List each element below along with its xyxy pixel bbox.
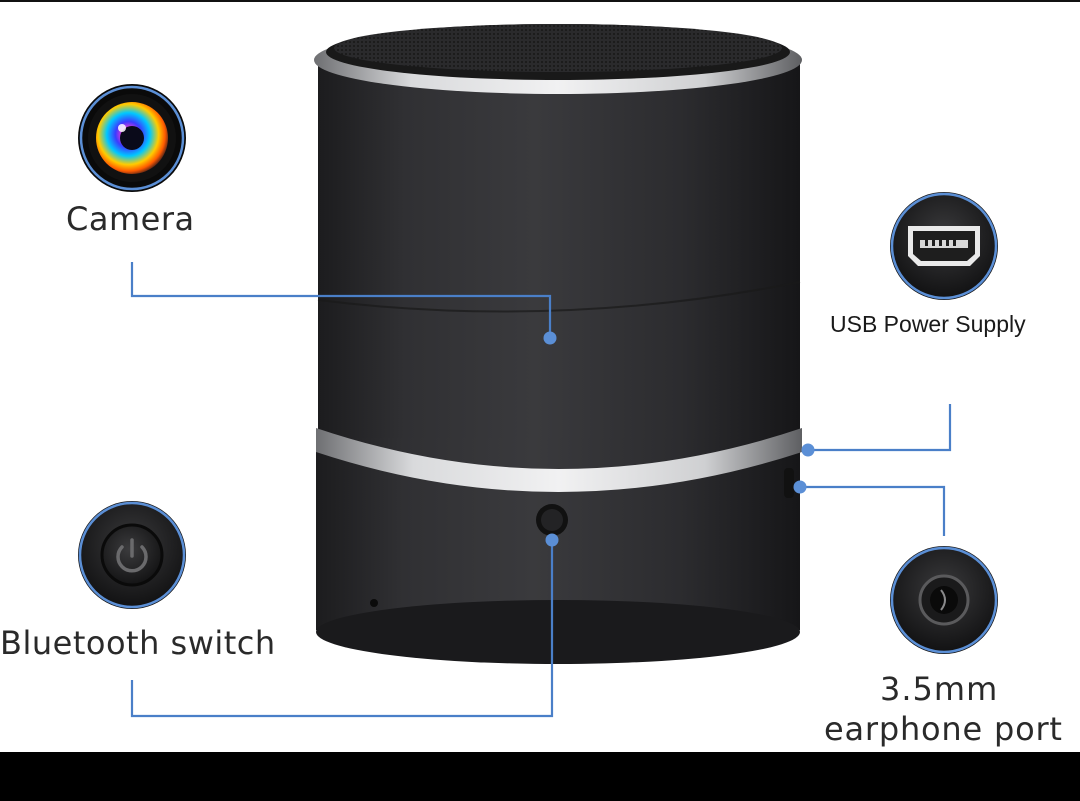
bottom-black-bar [0, 752, 1080, 801]
callout-line-camera [130, 262, 552, 336]
speaker-illustration [78, 24, 998, 718]
label-camera: Camera [66, 200, 195, 238]
callout-line-earphone [800, 485, 946, 536]
callout-lines [130, 262, 952, 718]
label-usb-power-supply: USB Power Supply [830, 311, 1026, 337]
top-edge [0, 0, 1080, 2]
audio-jack-icon [890, 546, 998, 654]
label-earphone-port: earphone port [824, 710, 1063, 748]
mini-usb-port-icon [890, 192, 998, 300]
label-earphone-size: 3.5mm [880, 670, 999, 708]
label-bluetooth-switch: Bluetooth switch [0, 624, 276, 662]
callout-line-usb [808, 404, 952, 452]
speaker-body [314, 24, 802, 664]
power-button-icon [78, 501, 186, 609]
callout-dot-bluetooth [545, 533, 559, 547]
callout-dot-camera [543, 331, 557, 345]
callout-dot-earphone [793, 480, 807, 494]
callout-dot-usb [801, 443, 815, 457]
product-image: Camera USB Power Supply Bluetooth switch… [0, 0, 1080, 752]
callout-line-bluetooth [130, 540, 554, 718]
camera-lens-icon [78, 84, 186, 192]
callout-dots [543, 331, 815, 547]
